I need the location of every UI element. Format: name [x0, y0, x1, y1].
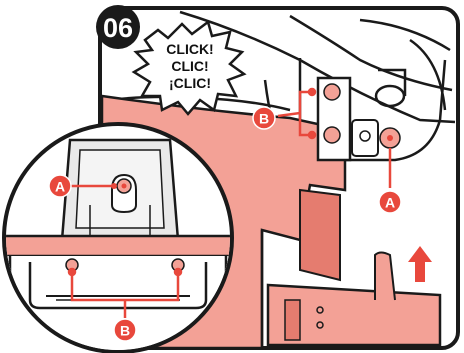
callout-b-inset-label: B	[120, 323, 130, 339]
step-badge-icon: 06	[96, 5, 140, 49]
step-number: 06	[103, 13, 133, 43]
callout-b-upper: B	[253, 107, 275, 129]
callout-b-inset: B	[114, 319, 136, 341]
callout-a-inset: A	[49, 175, 71, 197]
callout-b-upper-label: B	[259, 111, 269, 127]
callout-a-inset-label: A	[55, 179, 65, 195]
click-text-en: CLICK!	[166, 41, 213, 57]
click-text-es: ¡CLIC!	[169, 75, 211, 91]
callout-a-bottom-right: A	[379, 191, 401, 213]
click-text-fr: CLIC!	[171, 58, 208, 74]
callout-a-bottom-right-label: A	[385, 195, 395, 211]
